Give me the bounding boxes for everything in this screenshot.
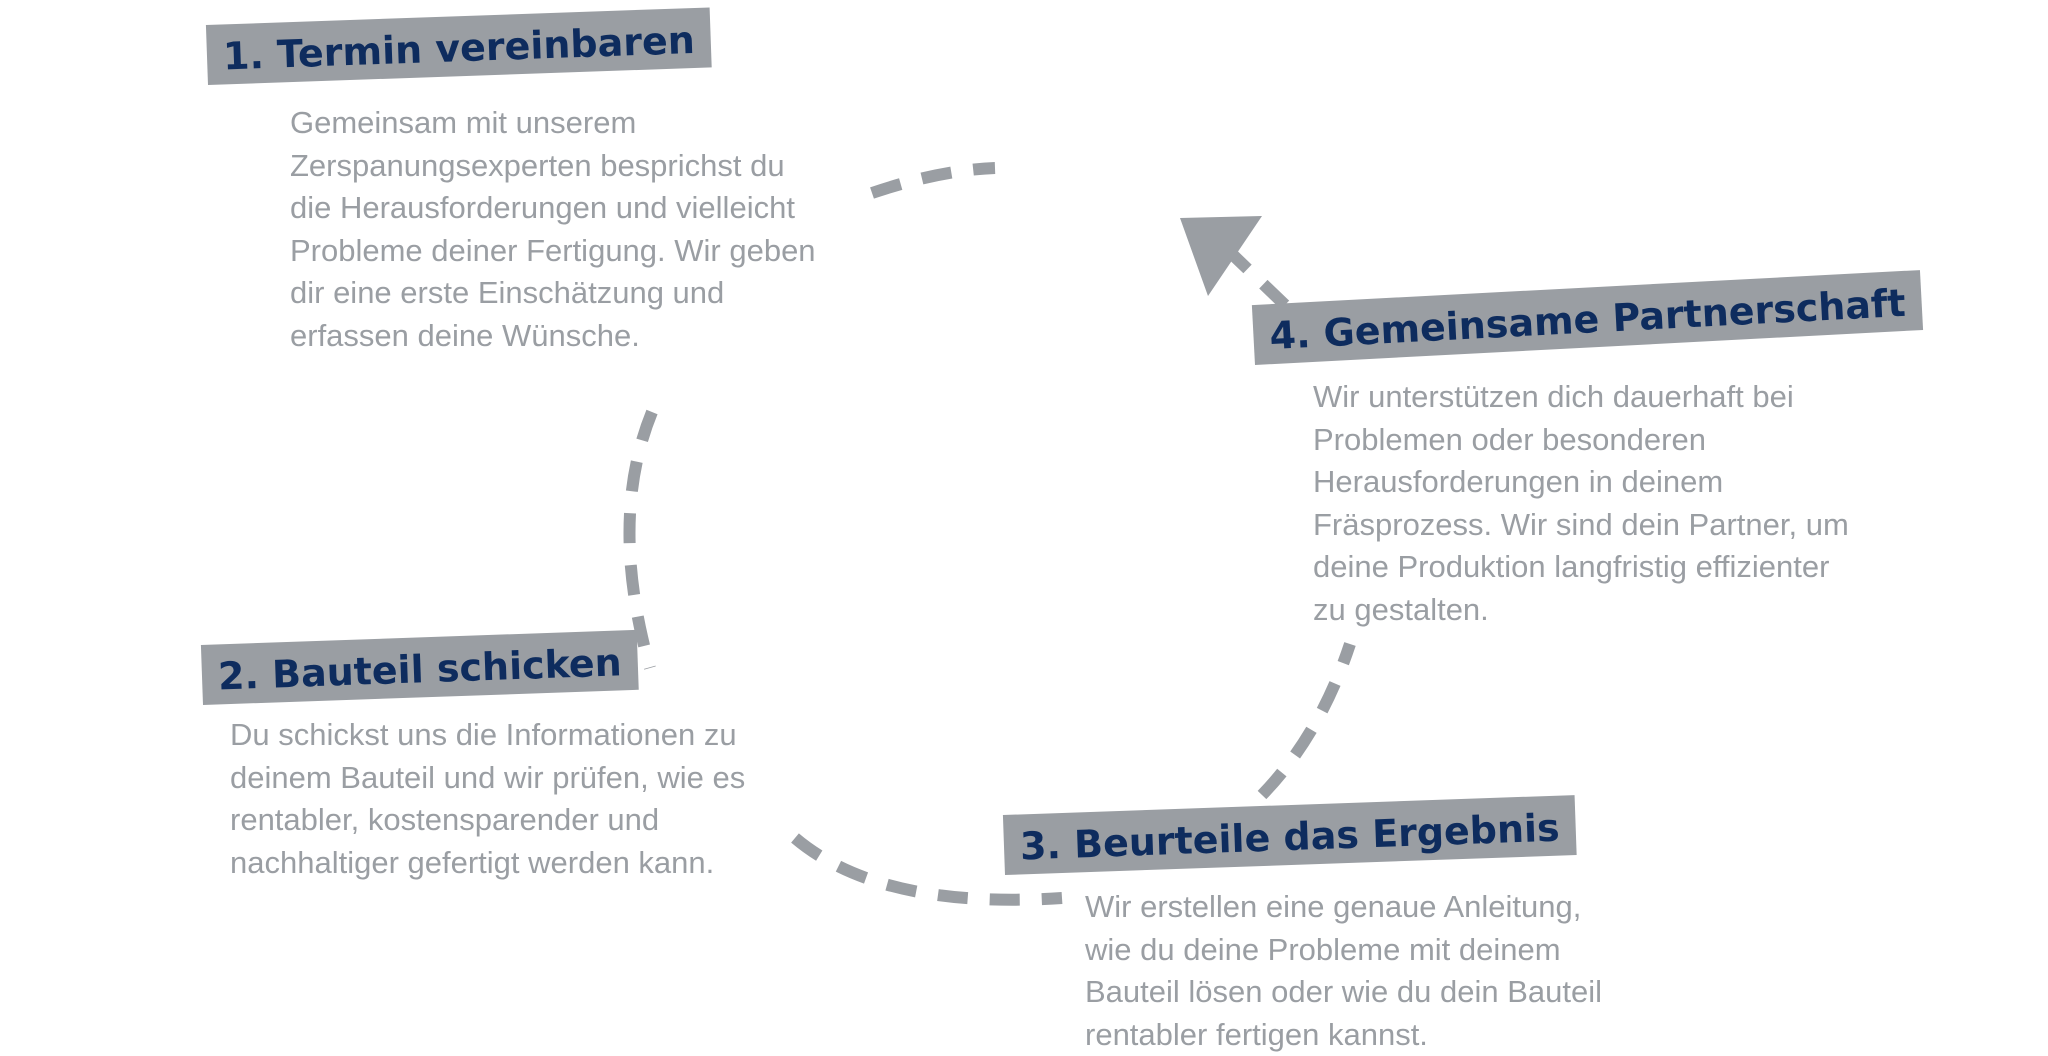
step-3-line: Bauteil lösen oder wie du dein Bauteil xyxy=(1085,971,1602,1014)
step-4-line: zu gestalten. xyxy=(1313,589,1849,632)
step-1-line: die Herausforderungen und vielleicht xyxy=(290,187,816,230)
step-1-line: Probleme deiner Fertigung. Wir geben xyxy=(290,230,816,273)
step-4-line: Wir unterstützen dich dauerhaft bei xyxy=(1313,376,1849,419)
arrow-head-icon xyxy=(1180,216,1262,296)
step-4-line: Problemen oder besonderen xyxy=(1313,419,1849,462)
step-2-description: Du schickst uns die Informationen zu dei… xyxy=(230,714,745,884)
step-4-line: Herausforderungen in deinem xyxy=(1313,461,1849,504)
step-3-line: rentabler fertigen kannst. xyxy=(1085,1014,1602,1056)
dashed-arc-top xyxy=(872,168,995,193)
step-1-line: erfassen deine Wünsche. xyxy=(290,315,816,358)
step-2-line: nachhaltiger gefertigt werden kann. xyxy=(230,842,745,885)
step-2-line: deinem Bauteil und wir prüfen, wie es xyxy=(230,757,745,800)
step-1-line: Zerspanungsexperten besprichst du xyxy=(290,145,816,188)
dashed-arc-arrow-tail xyxy=(1233,255,1285,305)
step-2-line: Du schickst uns die Informationen zu xyxy=(230,714,745,757)
step-4-line: deine Produktion langfristig effizienter xyxy=(1313,546,1849,589)
step-4-description: Wir unterstützen dich dauerhaft bei Prob… xyxy=(1313,376,1849,631)
step-3-line: Wir erstellen eine genaue Anleitung, xyxy=(1085,886,1602,929)
dashed-arc-right xyxy=(1262,644,1350,795)
step-1-line: Gemeinsam mit unserem xyxy=(290,102,816,145)
step-2-line: rentabler, kostensparender und xyxy=(230,799,745,842)
step-4-line: Fräsprozess. Wir sind dein Partner, um xyxy=(1313,504,1849,547)
step-1-description: Gemeinsam mit unserem Zerspanungsexperte… xyxy=(290,102,816,357)
step-3-line: wie du deine Probleme mit deinem xyxy=(1085,929,1602,972)
step-1-line: dir eine erste Einschätzung und xyxy=(290,272,816,315)
step-3-description: Wir erstellen eine genaue Anleitung, wie… xyxy=(1085,886,1602,1056)
